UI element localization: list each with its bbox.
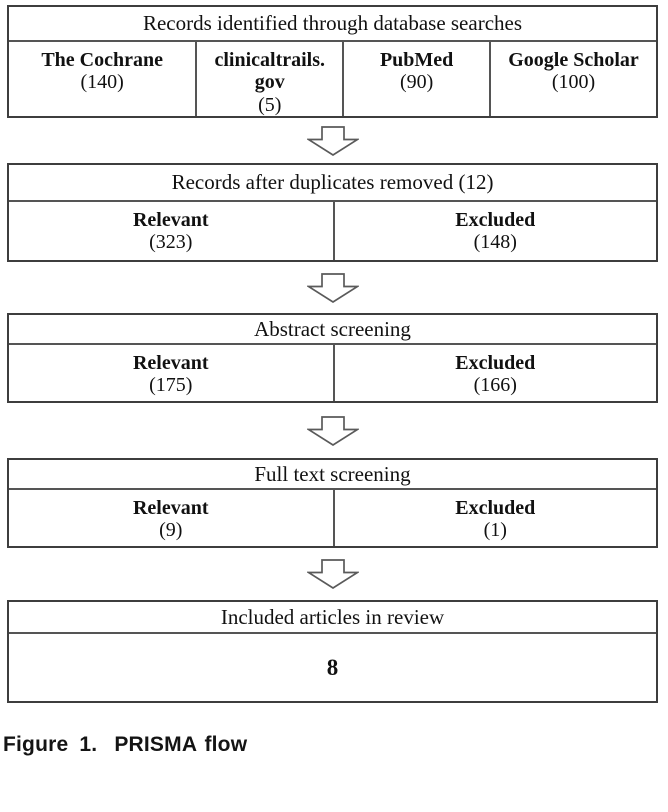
source-name: The Cochrane (41, 49, 163, 71)
excluded-cell: Excluded (166) (332, 345, 657, 401)
source-name: Google Scholar (508, 49, 639, 71)
down-block-arrow-icon (306, 559, 359, 589)
abstract-screening-row: Relevant (175) Excluded (166) (9, 345, 656, 401)
full-text-screening-box: Full text screening Relevant (9) Exclude… (7, 458, 658, 548)
relevant-cell: Relevant (175) (9, 345, 333, 401)
source-google-scholar: Google Scholar (100) (489, 42, 656, 116)
duplicates-removed-row: Relevant (323) Excluded (148) (9, 202, 656, 260)
source-count: (90) (399, 71, 434, 94)
flow-arrow (7, 118, 658, 163)
down-block-arrow-icon (306, 125, 359, 156)
relevant-count: (9) (159, 519, 183, 542)
excluded-label: Excluded (455, 497, 536, 519)
source-count: (100) (551, 71, 596, 94)
source-count: (140) (80, 71, 124, 94)
relevant-count: (323) (149, 231, 193, 254)
source-clinicaltrials: clinicaltrails. gov (5) (195, 42, 342, 116)
abstract-screening-title: Abstract screening (9, 315, 656, 345)
source-name: clinicaltrails. gov (214, 49, 326, 94)
duplicates-removed-box: Records after duplicates removed (12) Re… (7, 163, 658, 262)
relevant-count: (175) (149, 374, 193, 397)
down-block-arrow-icon (306, 415, 359, 446)
flow-arrow (7, 262, 658, 313)
excluded-label: Excluded (455, 352, 536, 374)
included-articles-box: Included articles in review 8 (7, 600, 658, 703)
excluded-count: (148) (473, 231, 517, 254)
source-name: PubMed (379, 49, 454, 71)
relevant-label: Relevant (132, 209, 209, 231)
relevant-cell: Relevant (9) (9, 490, 333, 546)
full-text-screening-title: Full text screening (9, 460, 656, 490)
included-count: 8 (326, 654, 339, 680)
excluded-cell: Excluded (148) (332, 202, 657, 260)
flow-arrow (7, 403, 658, 458)
full-text-screening-row: Relevant (9) Excluded (1) (9, 490, 656, 546)
relevant-label: Relevant (132, 497, 209, 519)
flow-diagram: Records identified through database sear… (7, 5, 658, 703)
relevant-cell: Relevant (323) (9, 202, 333, 260)
source-count: (5) (258, 93, 282, 116)
source-cochrane: The Cochrane (140) (9, 42, 195, 116)
excluded-count: (1) (483, 519, 507, 542)
abstract-screening-box: Abstract screening Relevant (175) Exclud… (7, 313, 658, 403)
excluded-count: (166) (473, 374, 517, 397)
figure-title: PRISMA flow (114, 733, 248, 756)
identification-title: Records identified through database sear… (9, 7, 656, 42)
identification-box: Records identified through database sear… (7, 5, 658, 118)
excluded-cell: Excluded (1) (332, 490, 657, 546)
relevant-label: Relevant (132, 352, 209, 374)
down-block-arrow-icon (306, 272, 359, 303)
identification-sources-row: The Cochrane (140) clinicaltrails. gov (… (9, 42, 656, 116)
duplicates-removed-title: Records after duplicates removed (12) (9, 165, 656, 202)
flow-arrow (7, 548, 658, 600)
excluded-label: Excluded (455, 209, 536, 231)
figure-caption: Figure 1. PRISMA flow (3, 733, 247, 757)
included-articles-title: Included articles in review (9, 602, 656, 634)
figure-label: Figure 1. (3, 733, 98, 756)
source-pubmed: PubMed (90) (342, 42, 489, 116)
